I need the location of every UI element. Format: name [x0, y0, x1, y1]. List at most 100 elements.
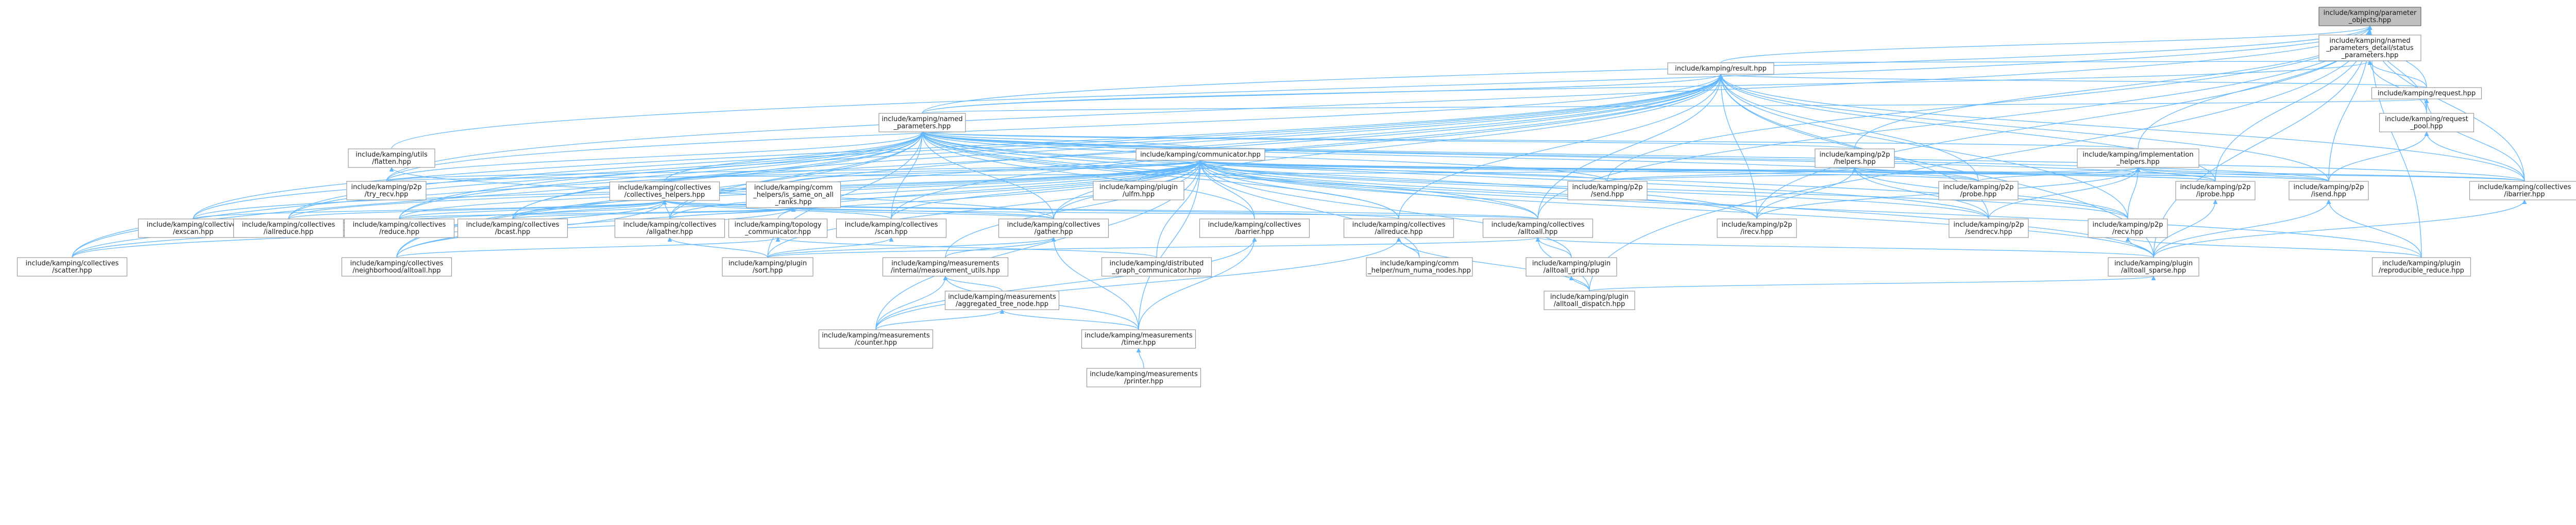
edge-p2p-iprobe-to-p2p-helpers — [1852, 167, 2216, 182]
node-label: include/kamping/p2p — [1820, 151, 1890, 159]
node-label: include/kamping/p2p — [1943, 183, 2014, 191]
node-status-params[interactable]: include/kamping/named_parameters_detail/… — [2318, 35, 2421, 61]
node-box — [1815, 148, 1895, 168]
node-comm-num-numa[interactable]: include/kamping/comm_helper/num_numa_nod… — [1366, 257, 1473, 277]
node-coll-iallreduce[interactable]: include/kamping/collectives/iallreduce.h… — [233, 218, 344, 238]
node-coll-helpers[interactable]: include/kamping/collectives/collectives_… — [609, 181, 720, 201]
node-utils-flatten[interactable]: include/kamping/utils/flatten.hpp — [348, 148, 435, 168]
node-label: /printer.hpp — [1124, 378, 1163, 385]
node-box — [2379, 113, 2475, 132]
node-box — [998, 218, 1109, 238]
node-root[interactable]: include/kamping/parameter_objects.hpp — [2318, 7, 2421, 26]
node-coll-bcast[interactable]: include/kamping/collectives/bcast.hpp — [457, 218, 568, 238]
node-coll-barrier[interactable]: include/kamping/collectives/barrier.hpp — [1199, 218, 1310, 238]
edge-plugin-alltoall-sparse-to-p2p-iprobe — [2153, 199, 2218, 258]
node-meas-counter[interactable]: include/kamping/measurements/counter.hpp — [818, 329, 934, 349]
node-p2p-helpers[interactable]: include/kamping/p2p/helpers.hpp — [1815, 148, 1895, 168]
node-p2p-iprobe[interactable]: include/kamping/p2p/iprobe.hpp — [2175, 181, 2256, 200]
node-label: /ulfm.hpp — [1123, 191, 1155, 198]
edge-coll-allgather-to-result — [669, 74, 1723, 219]
node-coll-scatter[interactable]: include/kamping/collectives/scatter.hpp — [16, 257, 128, 277]
node-label: include/kamping/collectives — [1492, 221, 1585, 229]
node-p2p-probe[interactable]: include/kamping/p2p/probe.hpp — [1938, 181, 2019, 200]
node-box — [1086, 368, 1201, 387]
edge-plugin-repro-reduce-to-p2p-recv — [2125, 237, 2422, 258]
node-coll-exscan[interactable]: include/kamping/collectives/exscan.hpp — [138, 218, 249, 238]
edge-plugin-alltoall-sparse-to-coll-alltoall — [1535, 237, 2154, 258]
node-try-recv[interactable]: include/kamping/p2p/try_recv.hpp — [346, 181, 427, 200]
node-plugin-ulfm[interactable]: include/kamping/plugin/ulfm.hpp — [1093, 181, 1184, 200]
node-coll-scan[interactable]: include/kamping/collectives/scan.hpp — [836, 218, 947, 238]
node-label: include/kamping/collectives — [1208, 221, 1301, 229]
node-named-params[interactable]: include/kamping/named_parameters.hpp — [878, 113, 966, 132]
node-label: include/kamping/measurements — [948, 293, 1056, 301]
node-plugin-alltoall-grid[interactable]: include/kamping/plugin/alltoall_grid.hpp — [1526, 257, 1617, 277]
node-meas-internal[interactable]: include/kamping/measurements/internal/me… — [882, 257, 1009, 277]
node-label: /gather.hpp — [1035, 228, 1073, 236]
node-meas-timer[interactable]: include/kamping/measurements/timer.hpp — [1081, 329, 1196, 349]
node-box — [614, 218, 725, 238]
node-coll-allgather[interactable]: include/kamping/collectives/allgather.hp… — [614, 218, 725, 238]
node-p2p-send[interactable]: include/kamping/p2p/send.hpp — [1567, 181, 1648, 200]
node-impl-helpers[interactable]: include/kamping/implementation_helpers.h… — [2077, 148, 2199, 168]
node-label: include/kamping/collectives — [26, 260, 119, 267]
node-plugin-sort[interactable]: include/kamping/plugin/sort.hpp — [722, 257, 814, 277]
edge-communicator-to-named-params — [920, 131, 1201, 149]
edge-coll-exscan-to-result — [193, 74, 1723, 219]
node-coll-reduce[interactable]: include/kamping/collectives/reduce.hpp — [344, 218, 455, 238]
node-label: include/kamping/plugin — [2382, 260, 2461, 267]
edge-plugin-sort-to-coll-scan — [767, 237, 894, 258]
node-coll-alltoall[interactable]: include/kamping/collectives/alltoall.hpp — [1482, 218, 1594, 238]
edge-p2p-recv-to-named-params — [920, 131, 2128, 219]
node-label: _parameters_detail/status — [2326, 44, 2413, 52]
node-label: include/kamping/collectives — [466, 221, 560, 229]
node-plugin-repro-reduce[interactable]: include/kamping/plugin/reproducible_redu… — [2371, 257, 2471, 277]
node-p2p-sendrecv[interactable]: include/kamping/p2p/sendrecv.hpp — [1948, 218, 2029, 238]
edge-p2p-isend-to-named-params — [920, 131, 2329, 182]
node-label: /recv.hpp — [2112, 228, 2143, 236]
edge-p2p-irecv-to-communicator — [1198, 160, 1757, 219]
node-plugin-alltoall-sparse[interactable]: include/kamping/plugin/alltoall_sparse.h… — [2108, 257, 2199, 277]
node-box — [1093, 181, 1184, 200]
edge-coll-exscan-to-coll-helpers — [193, 200, 667, 219]
node-p2p-isend[interactable]: include/kamping/p2p/isend.hpp — [2289, 181, 2369, 200]
edge-plugin-sort-to-coll-allgather — [667, 237, 768, 258]
edge-plugin-alltoall-dispatch-to-plugin-alltoall-grid — [1569, 276, 1590, 292]
node-result[interactable]: include/kamping/result.hpp — [1667, 62, 1774, 75]
node-box — [728, 218, 828, 238]
node-coll-ibarrier[interactable]: include/kamping/collectives/ibarrier.hpp — [2469, 181, 2576, 200]
edge-coll-reduce-to-comm-helpers — [399, 207, 795, 219]
node-label: include/kamping/request — [2385, 115, 2468, 123]
node-label: /neighborhood/alltoall.hpp — [352, 267, 440, 275]
edge-coll-exscan-to-named-params — [193, 131, 925, 219]
edge-coll-scan-to-result — [891, 74, 1723, 219]
node-comm-helpers[interactable]: include/kamping/comm_helpers/is_same_on_… — [745, 181, 841, 208]
edge-p2p-probe-to-result — [1718, 74, 1979, 182]
edge-coll-allgather-to-coll-helpers — [662, 200, 670, 219]
edge-plugin-alltoall-sparse-to-root — [2153, 25, 2372, 258]
node-box — [1938, 181, 2019, 200]
node-box — [2077, 148, 2199, 168]
node-label: _ranks.hpp — [774, 198, 811, 206]
node-plugin-alltoall-dispatch[interactable]: include/kamping/plugin/alltoall_dispatch… — [1544, 291, 1635, 310]
node-label: include/kamping/collectives — [1007, 221, 1100, 229]
node-request[interactable]: include/kamping/request.hpp — [2371, 87, 2482, 99]
node-meas-printer[interactable]: include/kamping/measurements/printer.hpp — [1086, 368, 1201, 387]
node-box — [882, 257, 1009, 277]
node-label: include/kamping/measurements — [891, 260, 999, 267]
node-label: /alltoall_dispatch.hpp — [1554, 300, 1625, 308]
node-communicator[interactable]: include/kamping/communicator.hpp — [1136, 148, 1265, 161]
node-p2p-irecv[interactable]: include/kamping/p2p/irecv.hpp — [1717, 218, 1797, 238]
edge-plugin-alltoall-sparse-to-coll-ibarrier — [2153, 199, 2527, 258]
node-coll-allreduce[interactable]: include/kamping/collectives/allreduce.hp… — [1343, 218, 1454, 238]
node-request-pool[interactable]: include/kamping/request_pool.hpp — [2379, 113, 2475, 132]
node-topo-comm[interactable]: include/kamping/topology_communicator.hp… — [728, 218, 828, 238]
node-label: _helpers.hpp — [2116, 158, 2160, 166]
node-p2p-recv[interactable]: include/kamping/p2p/recv.hpp — [2088, 218, 2168, 238]
node-dist-graph[interactable]: include/kamping/distributed_graph_commun… — [1101, 257, 1212, 277]
node-label: /sort.hpp — [753, 267, 783, 275]
node-coll-gather[interactable]: include/kamping/collectives/gather.hpp — [998, 218, 1109, 238]
node-coll-neighborhood[interactable]: include/kamping/collectives/neighborhood… — [341, 257, 452, 277]
node-meas-aggregated[interactable]: include/kamping/measurements/aggregated_… — [944, 291, 1060, 310]
node-label: include/kamping/plugin — [728, 260, 807, 267]
